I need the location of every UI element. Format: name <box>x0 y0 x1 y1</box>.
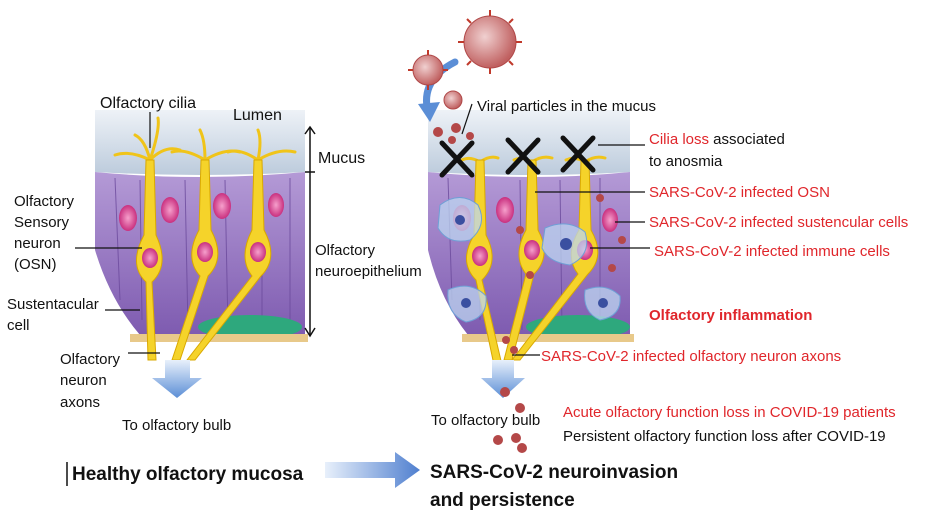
label-olfactory-inflammation: Olfactory inflammation <box>649 307 813 324</box>
label-axons-1: Olfactory <box>60 351 121 368</box>
cilia-loss-x-marks <box>439 135 596 178</box>
label-cilia-loss-red: Cilia loss <box>649 131 710 148</box>
virus-large <box>458 10 522 74</box>
label-cilia-loss-rest: associated <box>709 131 785 148</box>
label-axons-3: axons <box>60 394 101 411</box>
label-cilia-loss: Cilia loss associated <box>649 130 785 149</box>
label-lumen: Lumen <box>233 107 282 124</box>
label-viral-particles: Viral particles in the mucus <box>477 98 656 115</box>
label-osn-2: Sensory <box>14 214 70 231</box>
infected-mucosa-illustration <box>418 58 650 398</box>
label-persistent-loss: Persistent olfactory function loss after… <box>563 428 886 445</box>
down-arrow-right <box>481 360 525 398</box>
label-osn-1: Olfactory <box>14 193 75 210</box>
leader-lines-left <box>75 112 160 354</box>
label-axons-2: neuron <box>60 372 107 389</box>
olfactory-cilia <box>113 116 297 162</box>
healthy-mucosa-illustration <box>75 110 316 398</box>
label-to-anosmia: to anosmia <box>649 153 723 170</box>
label-sustentacular-2: cell <box>7 317 30 334</box>
leader-lines-right <box>461 103 645 146</box>
label-sustentacular-1: Sustentacular <box>7 296 99 313</box>
sars-cov-2-virions <box>408 10 626 453</box>
sustentacular-nuclei <box>119 193 284 231</box>
caption-neuroinvasion-1: SARS-CoV-2 neuroinvasion <box>430 462 679 483</box>
caption-neuroinvasion-2: and persistence <box>430 490 575 511</box>
label-infected-axons: SARS-CoV-2 infected olfactory neuron axo… <box>541 348 842 365</box>
label-infected-osn: SARS-CoV-2 infected OSN <box>649 184 830 201</box>
label-infected-sustentacular: SARS-CoV-2 infected sustencular cells <box>649 214 909 231</box>
transition-arrow <box>325 452 420 488</box>
scale-brackets <box>304 125 316 338</box>
label-neuroepithelium-2: neuroepithelium <box>315 263 422 280</box>
caption-healthy: Healthy olfactory mucosa <box>72 464 304 485</box>
down-arrow-left <box>152 360 202 398</box>
label-acute-loss: Acute olfactory function loss in COVID-1… <box>563 404 896 421</box>
label-osn-3: neuron <box>14 235 61 252</box>
label-infected-immune: SARS-CoV-2 infected immune cells <box>654 243 890 260</box>
label-to-bulb-left: To olfactory bulb <box>122 417 232 434</box>
label-olfactory-cilia: Olfactory cilia <box>100 95 197 112</box>
label-mucus: Mucus <box>318 150 366 167</box>
label-neuroepithelium-1: Olfactory <box>315 242 376 259</box>
label-to-bulb-right: To olfactory bulb <box>431 412 541 429</box>
label-osn-4: (OSN) <box>14 256 57 273</box>
